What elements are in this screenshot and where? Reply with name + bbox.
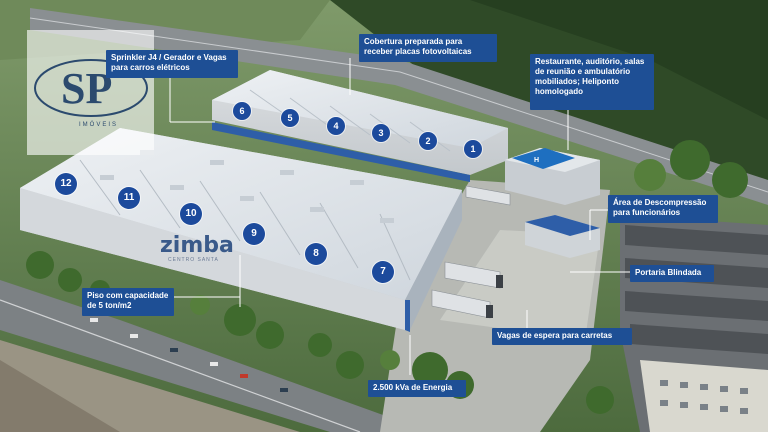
module-marker-1: 1	[464, 140, 482, 158]
svg-text:H: H	[534, 157, 539, 164]
callout-energia: 2.500 kVa de Energia	[368, 380, 466, 397]
module-marker-8: 8	[305, 243, 327, 265]
callout-descompressao: Área de Descompressão para funcionários	[608, 195, 718, 223]
module-marker-2: 2	[419, 132, 437, 150]
module-marker-9: 9	[243, 223, 265, 245]
module-marker-3: 3	[372, 124, 390, 142]
callout-restaurante: Restaurante, auditório, salas de reunião…	[530, 54, 654, 110]
callout-cobertura: Cobertura preparada para receber placas …	[359, 34, 497, 62]
module-marker-11: 11	[118, 187, 140, 209]
module-marker-7: 7	[372, 261, 394, 283]
sp-logo-initials: SP	[61, 64, 112, 113]
callout-vagas: Vagas de espera para carretas	[492, 328, 632, 345]
module-marker-6: 6	[233, 102, 251, 120]
brand-tagline: CENTRO SANTA	[168, 257, 219, 263]
sp-logo: SP IMÓVEIS	[34, 59, 148, 128]
brand-name: zimba	[160, 233, 234, 258]
sp-logo-panel: SP IMÓVEIS	[27, 30, 154, 155]
callout-piso: Piso com capacidade de 5 ton/m2	[82, 288, 174, 316]
module-marker-5: 5	[281, 109, 299, 127]
callout-sprinkler: Sprinkler J4 / Gerador e Vagas para carr…	[106, 50, 238, 78]
module-marker-12: 12	[55, 173, 77, 195]
module-marker-10: 10	[180, 203, 202, 225]
sp-logo-subtitle: IMÓVEIS	[79, 121, 118, 128]
module-marker-4: 4	[327, 117, 345, 135]
callout-portaria: Portaria Blindada	[630, 265, 714, 282]
